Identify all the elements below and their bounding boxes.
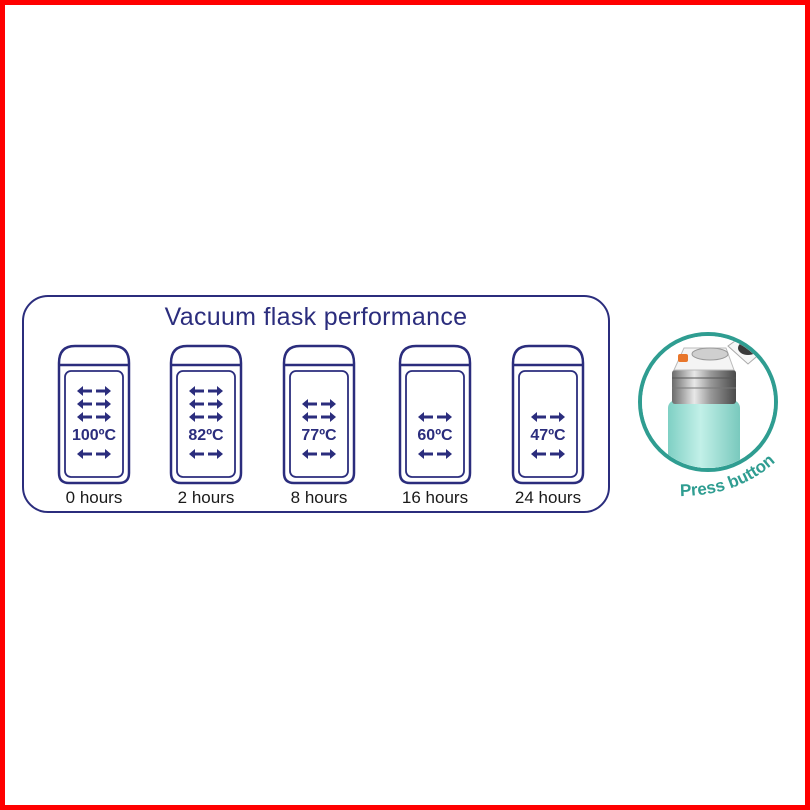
- arrow-right-icon: [96, 449, 111, 459]
- arrow-left-icon: [418, 449, 433, 459]
- hours-label: 24 hours: [514, 488, 582, 507]
- arrow-right-icon: [96, 412, 111, 422]
- performance-panel: [22, 295, 610, 513]
- arrow-right-icon: [550, 412, 565, 422]
- arrow-left-icon: [302, 449, 317, 459]
- arrow-right-icon: [321, 412, 336, 422]
- arrow-right-icon: [208, 399, 223, 409]
- arrow-left-icon: [77, 386, 92, 396]
- flask-0-hours: 100ºC: [55, 341, 133, 486]
- arrow-left-icon: [302, 399, 317, 409]
- flask-16-hours: 60ºC: [396, 341, 474, 486]
- arrow-left-icon: [189, 449, 204, 459]
- temperature-label: 77ºC: [301, 427, 337, 444]
- bottle-icon: [638, 332, 778, 472]
- arrow-left-icon: [531, 449, 546, 459]
- temperature-label: 82ºC: [188, 427, 224, 444]
- flask-outline-icon: [511, 344, 585, 485]
- arrow-right-icon: [321, 449, 336, 459]
- svg-text:Press button: Press button: [680, 450, 779, 500]
- heat-arrows-icon: [418, 412, 452, 459]
- press-button-label: Press button: [680, 450, 779, 500]
- arrow-right-icon: [96, 386, 111, 396]
- arrow-right-icon: [437, 412, 452, 422]
- arrow-right-icon: [96, 399, 111, 409]
- flask-outline-icon: [57, 344, 131, 485]
- arrow-left-icon: [77, 412, 92, 422]
- arrow-left-icon: [531, 412, 546, 422]
- temperature-label: 100ºC: [71, 427, 117, 444]
- arrow-right-icon: [437, 449, 452, 459]
- arrow-right-icon: [208, 412, 223, 422]
- flask-8-hours: 77ºC: [280, 341, 358, 486]
- arrow-left-icon: [189, 386, 204, 396]
- arrow-right-icon: [550, 449, 565, 459]
- arrow-right-icon: [208, 449, 223, 459]
- flask-24-hours: 47ºC: [509, 341, 587, 486]
- arrow-left-icon: [77, 399, 92, 409]
- arrow-left-icon: [77, 449, 92, 459]
- flask-product-image: Press button: [636, 318, 806, 508]
- temperature-label: 60ºC: [417, 427, 453, 444]
- heat-arrows-icon: [302, 399, 336, 459]
- flask-outline-icon: [282, 344, 356, 485]
- arrow-left-icon: [189, 399, 204, 409]
- hours-label: 16 hours: [401, 488, 469, 507]
- flask-2-hours: 82ºC: [167, 341, 245, 486]
- heat-arrows-icon: [77, 386, 111, 459]
- heat-arrows-icon: [531, 412, 565, 459]
- heat-arrows-icon: [189, 386, 223, 459]
- flask-outline-icon: [398, 344, 472, 485]
- arrow-right-icon: [321, 399, 336, 409]
- arrow-left-icon: [302, 412, 317, 422]
- temperature-label: 47ºC: [530, 427, 566, 444]
- flask-outline-icon: [169, 344, 243, 485]
- arrow-left-icon: [189, 412, 204, 422]
- panel-title: Vacuum flask performance: [164, 303, 468, 331]
- hours-label: 0 hours: [65, 488, 123, 507]
- hours-label: 2 hours: [177, 488, 235, 507]
- hours-label: 8 hours: [290, 488, 348, 507]
- arrow-left-icon: [418, 412, 433, 422]
- arrow-right-icon: [208, 386, 223, 396]
